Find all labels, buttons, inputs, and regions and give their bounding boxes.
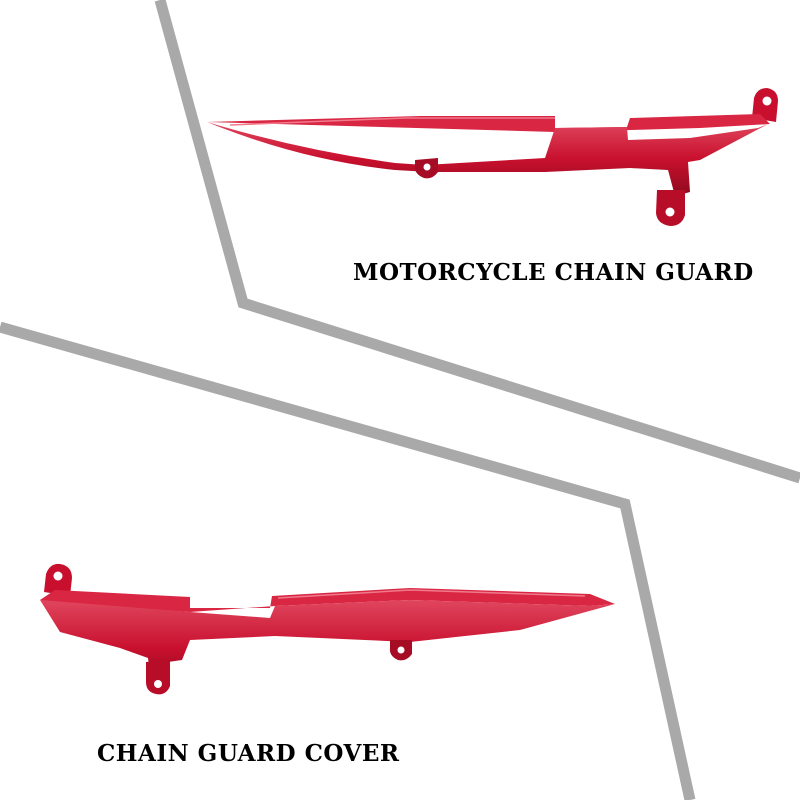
caption-chain-guard-cover: CHAIN GUARD COVER	[97, 740, 400, 767]
chain-guard-image-bottom	[40, 563, 615, 695]
guard-upper-flange	[207, 114, 770, 132]
mount-hole-lower-mid	[423, 163, 431, 171]
top-divider-line	[154, 0, 800, 484]
mount-hole-top-left	[53, 571, 63, 581]
bottom-divider-line	[0, 321, 696, 800]
mount-hole-lower-mid-bottom	[397, 646, 405, 654]
guard-top-highlight	[229, 117, 555, 126]
guard-body-bottom	[40, 600, 615, 688]
mount-hole-bottom-right	[665, 207, 675, 217]
guard-body	[207, 122, 768, 196]
mount-hole-bottom-left	[154, 680, 162, 688]
chain-guard-image-top	[207, 88, 778, 226]
mount-tab-bottom-left	[146, 660, 170, 695]
guard-top-highlight-bottom	[277, 589, 586, 599]
mount-hole-top-right	[762, 96, 772, 106]
guard-upper-flange-bottom	[40, 588, 615, 612]
caption-motorcycle-chain-guard: MOTORCYCLE CHAIN GUARD	[353, 259, 754, 286]
